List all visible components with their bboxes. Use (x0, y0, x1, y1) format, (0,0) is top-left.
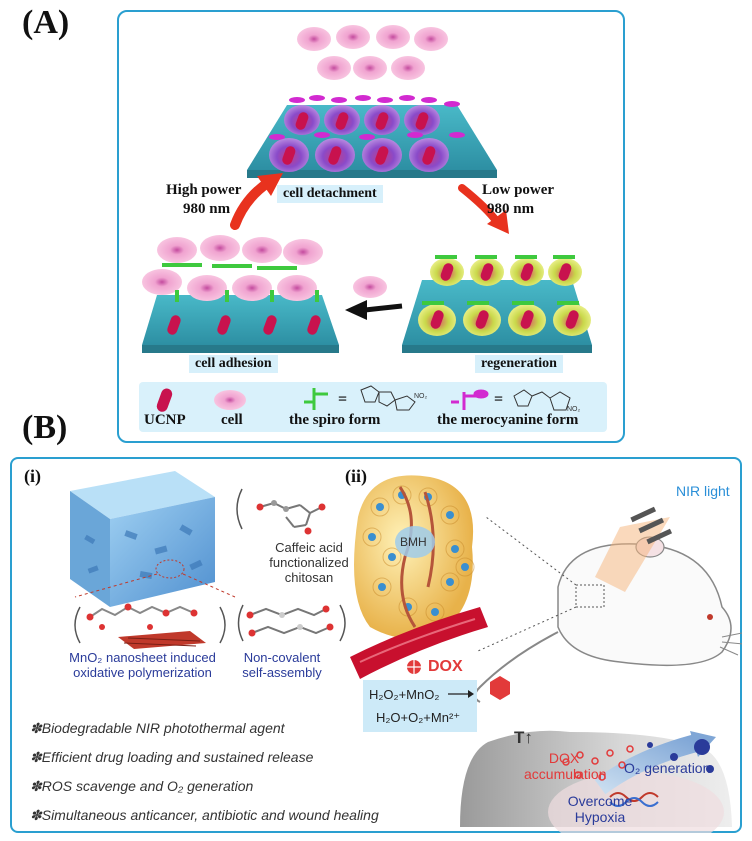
released-cell (353, 276, 387, 298)
bullet-anticancer: ✽Simultaneous anticancer, antibiotic and… (30, 807, 379, 823)
reaction-arrow (448, 690, 474, 698)
dox-hexagon-icon (490, 676, 510, 700)
mouse-illustration (474, 516, 742, 703)
bullet-drug-loading: ✽Efficient drug loading and sustained re… (30, 749, 314, 765)
dox-accumulation-label: DOX accumulation (524, 750, 607, 782)
overcome-hypoxia-label: Overcome Hypoxia (560, 793, 640, 825)
bullet-photothermal: ✽Biodegradable NIR photothermal agent (30, 720, 285, 736)
cell-zoom (460, 730, 732, 833)
floating-cells (297, 25, 448, 80)
high-power-arrow (230, 173, 283, 230)
detachment-plate (247, 95, 497, 178)
reaction-products: H₂O+O₂+Mn²⁺ (376, 710, 461, 725)
dox-accumulation-line1: DOX (548, 750, 580, 766)
caffeic-acid-molecule (256, 500, 326, 535)
self-assembly-label: Non-covalent self-assembly (232, 650, 332, 680)
panel-b-label: (B) (22, 409, 68, 446)
reaction-reactants: H₂O₂+MnO₂ (369, 687, 440, 702)
legend-bar (139, 382, 607, 432)
overcome-hypoxia-line1: Overcome (567, 793, 633, 809)
polymer-molecule (86, 603, 198, 630)
high-power-wavelength: 980 nm (183, 201, 231, 217)
mno2-label-line2: oxidative polymerization (73, 665, 212, 680)
caffeic-acid-label-line1: Caffeic acid (275, 540, 343, 555)
spiro-structure-icon (360, 385, 416, 411)
legend-spiro-form: the spiro form (289, 412, 381, 428)
legend-mero-no2: NO₂ (567, 406, 581, 413)
adhesion-plate (142, 235, 339, 353)
dox-accumulation-line2: accumulation (524, 766, 607, 782)
cell-detachment-label: cell detachment (277, 185, 383, 203)
mno2-label: MnO₂ nanosheet induced oxidative polymer… (55, 650, 230, 680)
nir-light-label: NIR light (676, 483, 730, 499)
cell-glyph (214, 390, 246, 410)
legend-merocyanine-form: the merocyanine form (437, 412, 579, 428)
high-power-label: High power (166, 182, 242, 198)
regeneration-plate (402, 255, 592, 353)
mno2-label-line1: MnO₂ nanosheet induced (69, 650, 216, 665)
legend-mero-equals: = (494, 391, 504, 408)
nir-beams (595, 506, 673, 592)
bmh-label: BMH (400, 535, 427, 549)
low-power-wavelength: 980 nm (487, 201, 535, 217)
sub-panel-i-label: (i) (24, 466, 41, 486)
mno2-nanosheet (118, 631, 206, 649)
tumor-tissue (354, 475, 475, 639)
legend-spiro-equals: = (338, 391, 348, 408)
o2-generation-label: O₂ generation (624, 760, 711, 776)
self-assembly-molecule (246, 605, 334, 637)
low-power-arrow (458, 184, 509, 234)
legend-ucnp: UCNP (144, 412, 186, 428)
legend-cell: cell (221, 412, 243, 428)
merocyanine-glyph (451, 389, 489, 410)
overcome-hypoxia-line2: Hypoxia (574, 809, 626, 825)
dox-label: DOX (428, 658, 463, 675)
caffeic-acid-label: Caffeic acid functionalized chitosan (250, 540, 368, 585)
panel-a-label: (A) (22, 4, 70, 41)
regeneration-label: regeneration (475, 355, 563, 373)
cell-adhesion-label: cell adhesion (189, 355, 278, 373)
regeneration-to-adhesion-arrow (345, 300, 403, 320)
reaction-box (363, 680, 477, 732)
dox-icon (407, 660, 421, 674)
low-power-label: Low power (482, 182, 555, 198)
bullet-ros-scavenge: ✽ROS scavenge and O₂ generation (30, 778, 254, 794)
panel-a-diagram (142, 25, 592, 353)
caffeic-acid-label-line2: functionalized chitosan (269, 555, 349, 585)
self-assembly-label-line1: Non-covalent (243, 650, 321, 665)
hydrogel-block (70, 471, 215, 607)
blood-vessel (350, 607, 488, 679)
panel-b-diagram (70, 471, 742, 833)
ucnp-glyph (156, 388, 173, 412)
legend-glyphs (156, 385, 571, 412)
spiro-glyph (304, 388, 328, 410)
sub-panel-ii-label: (ii) (345, 466, 367, 486)
self-assembly-label-line2: self-assembly (242, 665, 322, 680)
merocyanine-structure-icon (513, 389, 571, 411)
temperature-up-label: T↑ (514, 728, 533, 747)
legend-spiro-no2: NO₂ (414, 393, 428, 400)
